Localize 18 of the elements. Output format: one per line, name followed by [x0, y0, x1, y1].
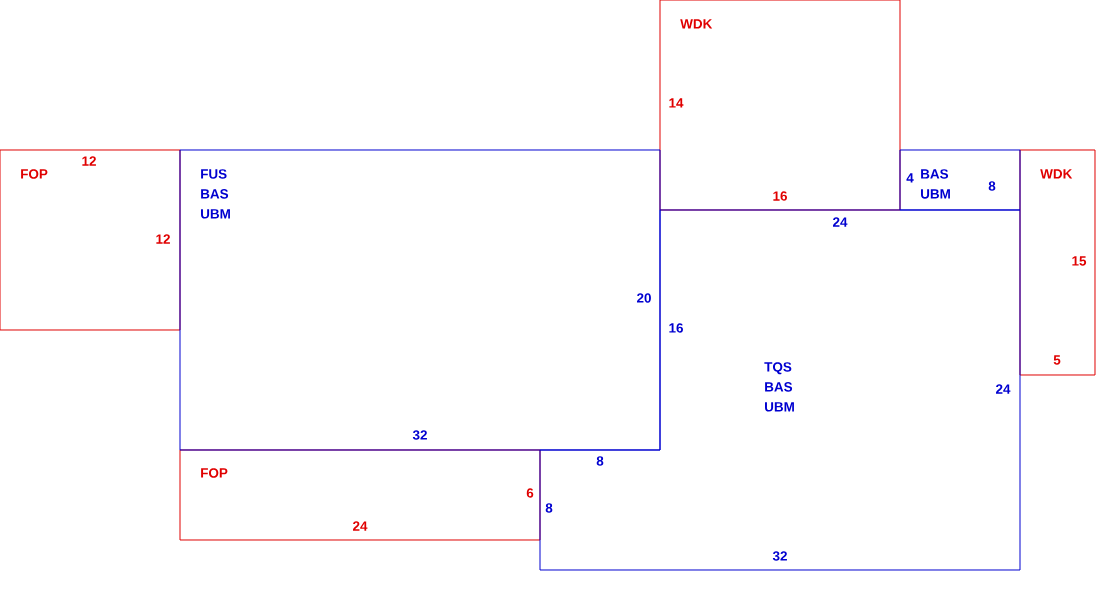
- dimension-label: 8: [545, 503, 553, 513]
- dimension-label: 32: [772, 551, 787, 561]
- dimension-label: 12: [156, 234, 170, 244]
- dimension-label: 24: [833, 217, 848, 227]
- dimension-label: 4: [906, 173, 914, 183]
- dimension-label: 8: [596, 456, 604, 466]
- dimension-label: 14: [669, 98, 684, 108]
- dimension-label: 24: [353, 521, 368, 531]
- dimension-label: 5: [1053, 355, 1061, 365]
- dimension-label: 6: [526, 488, 534, 498]
- dimension-label: 16: [669, 323, 683, 333]
- dimension-label: 16: [773, 191, 787, 201]
- dimension-label: 12: [82, 156, 96, 166]
- dimension-label: 32: [412, 430, 427, 440]
- dimension-label: 8: [988, 181, 996, 191]
- dimension-label: 15: [1072, 256, 1087, 266]
- dimension-label: 24: [996, 384, 1011, 394]
- dimension-label: 20: [637, 293, 651, 303]
